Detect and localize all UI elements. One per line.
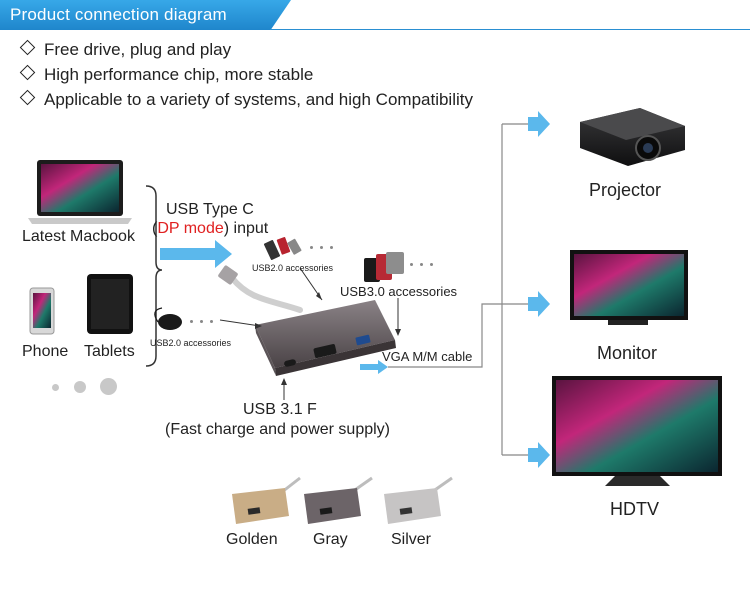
ellipsis-dot	[200, 320, 203, 323]
ellipsis-dot	[310, 246, 313, 249]
carousel-dot	[52, 384, 59, 391]
usb-stick-accessories-icon	[263, 237, 302, 260]
feature-text: Free drive, plug and play	[44, 40, 232, 59]
ellipsis-dot	[420, 263, 423, 266]
projector-icon	[580, 108, 685, 166]
ellipsis-dot	[430, 263, 433, 266]
macbook-icon	[28, 160, 132, 224]
projector-label: Projector	[589, 180, 662, 200]
vga-label: VGA M/M cable	[382, 349, 473, 364]
phone-label: Phone	[22, 343, 69, 360]
sources-bracket	[145, 185, 163, 367]
ellipsis-dot	[190, 320, 193, 323]
input-paren: (	[152, 220, 158, 237]
hdtv-icon	[552, 376, 722, 486]
usbc-label-line1: USB 3.1 F	[243, 401, 317, 418]
ellipsis-dot	[330, 246, 333, 249]
color-silver-label: Silver	[391, 531, 432, 548]
hdtv-arrow-icon	[528, 442, 550, 468]
monitor-icon	[570, 250, 688, 325]
golden-adapter-icon	[232, 476, 301, 524]
usbc-label-line2: (Fast charge and power supply)	[165, 421, 390, 438]
dp-mode-text: DP mode	[157, 220, 224, 237]
carousel-dot	[74, 381, 86, 393]
hard-drive-accessories-icon	[364, 252, 404, 282]
header-divider	[270, 29, 750, 30]
macbook-label: Latest Macbook	[22, 228, 135, 245]
projector-arrow-icon	[528, 111, 550, 137]
silver-adapter-icon	[384, 476, 453, 524]
vga-arrow-icon	[360, 360, 388, 374]
input-label-line2: (DP mode) input	[152, 220, 268, 238]
usb2-top-label: USB2.0 accessories	[252, 263, 334, 273]
usb-c-plug-icon	[218, 265, 238, 285]
monitor-label: Monitor	[597, 343, 658, 363]
phone-icon	[29, 287, 55, 335]
feature-item: Applicable to a variety of systems, and …	[19, 89, 473, 110]
input-suffix: ) input	[223, 220, 269, 237]
hdtv-label: HDTV	[610, 499, 659, 519]
header-band	[0, 0, 291, 30]
feature-text: Applicable to a variety of systems, and …	[44, 90, 473, 109]
input-arrow-icon	[160, 240, 232, 268]
color-gray-label: Gray	[313, 531, 348, 548]
ellipsis-dot	[410, 263, 413, 266]
usb2-left-label: USB2.0 accessories	[150, 338, 232, 348]
ellipsis-dot	[320, 246, 323, 249]
feature-item: Free drive, plug and play	[19, 39, 232, 60]
adapter-hub-icon	[255, 300, 396, 376]
usb3-label: USB3.0 accessories	[340, 284, 458, 299]
mouse-icon	[154, 307, 182, 330]
color-golden-label: Golden	[226, 531, 278, 548]
input-label-line1: USB Type C	[166, 201, 254, 218]
tablets-label: Tablets	[84, 343, 135, 360]
feature-item: High performance chip, more stable	[19, 64, 314, 85]
ellipsis-dot	[210, 320, 213, 323]
tablet-icon	[87, 274, 133, 334]
monitor-arrow-icon	[528, 291, 550, 317]
feature-text: High performance chip, more stable	[44, 65, 314, 84]
page-title: Product connection diagram	[10, 5, 227, 24]
carousel-dot	[100, 378, 117, 395]
gray-adapter-icon	[304, 476, 373, 524]
